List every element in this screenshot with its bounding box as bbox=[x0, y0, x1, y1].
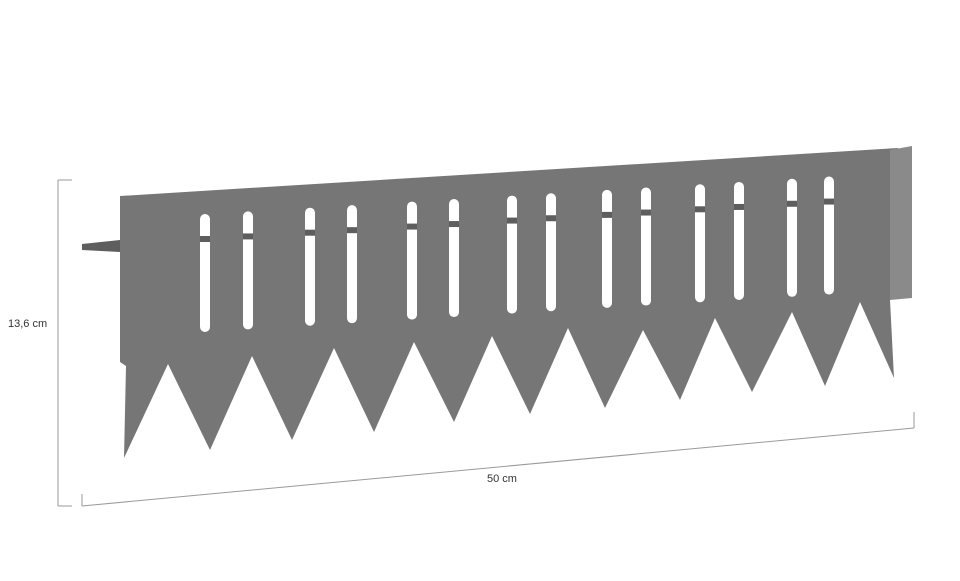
edging-slot bbox=[305, 207, 315, 326]
slot-crossbar bbox=[734, 203, 744, 210]
slot-crossbar bbox=[243, 233, 253, 240]
width-dimension-label: 50 cm bbox=[487, 473, 517, 485]
edging-slot bbox=[407, 201, 417, 320]
width-dimension-line bbox=[81, 412, 915, 507]
slot-crossbar bbox=[787, 200, 797, 207]
slot-crossbar bbox=[507, 217, 517, 224]
slot-crossbar bbox=[347, 227, 357, 234]
slot-crossbar bbox=[305, 229, 315, 236]
edging-slot bbox=[602, 189, 612, 308]
edging-slot bbox=[449, 199, 459, 318]
slot-crossbar bbox=[200, 236, 210, 242]
slot-crossbar bbox=[602, 211, 612, 218]
edging-slot bbox=[695, 184, 705, 303]
slot-crossbar bbox=[407, 223, 417, 230]
slot-crossbar bbox=[546, 215, 556, 222]
edging-slot bbox=[787, 178, 797, 297]
edging-slot bbox=[546, 193, 556, 312]
edging-end-cap bbox=[890, 146, 912, 300]
height-dimension-line bbox=[57, 179, 72, 507]
edging-slot bbox=[347, 205, 357, 324]
slot-crossbar bbox=[695, 206, 705, 213]
edging-slot bbox=[243, 211, 253, 330]
edging-slots bbox=[200, 176, 834, 332]
connector-pin bbox=[82, 240, 120, 252]
edging-slot bbox=[641, 187, 651, 306]
edging-slot bbox=[734, 181, 744, 300]
edging-slot bbox=[200, 214, 210, 332]
edging-slot bbox=[507, 195, 517, 314]
slot-crossbar bbox=[641, 209, 651, 216]
slot-crossbar bbox=[824, 198, 834, 205]
height-dimension-label: 13,6 cm bbox=[8, 318, 48, 330]
slot-crossbar bbox=[449, 221, 459, 228]
edging-slot bbox=[824, 176, 834, 295]
